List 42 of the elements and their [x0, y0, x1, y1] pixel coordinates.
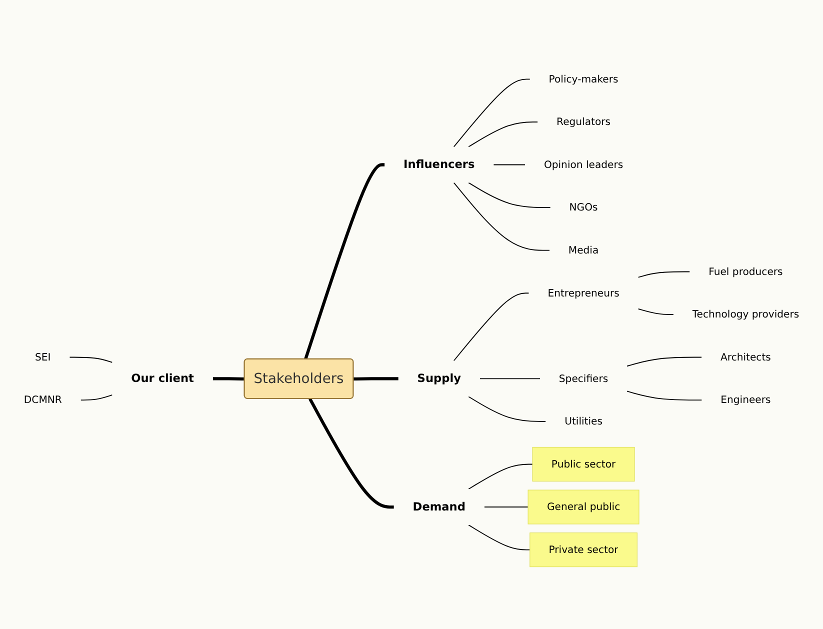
connector: [468, 122, 538, 148]
connector: [453, 292, 530, 362]
connector: [484, 506, 529, 508]
connector: [468, 396, 546, 422]
connector: [638, 271, 690, 278]
connector: [453, 182, 550, 251]
node-text: Utilities: [564, 415, 602, 428]
connector: [493, 164, 526, 166]
connector: [308, 398, 394, 509]
node-text: Demand: [412, 500, 466, 514]
node-text: Policy-makers: [548, 72, 618, 85]
node-text: Engineers: [720, 394, 771, 406]
connector: [638, 308, 674, 315]
node-text: Architects: [720, 350, 771, 363]
node-text: NGOs: [569, 201, 598, 214]
connector: [626, 356, 702, 367]
node-text: Specifiers: [558, 372, 608, 384]
node-text: Supply: [417, 372, 461, 386]
node-text: SEI: [35, 350, 51, 363]
connector: [626, 390, 702, 401]
connector: [453, 78, 530, 148]
node-text: DCMNR: [24, 394, 62, 406]
connector: [80, 394, 113, 401]
node-box: Private sector: [530, 532, 638, 568]
node-text: Opinion leaders: [544, 158, 624, 170]
connector: [479, 378, 541, 380]
node-box: General public: [528, 490, 640, 524]
node-text: Regulators: [556, 116, 611, 128]
connector: [468, 182, 551, 208]
connector: [304, 163, 385, 360]
node-text: Media: [568, 244, 599, 256]
connector: [468, 524, 530, 550]
node-text: Fuel producers: [708, 265, 783, 278]
connector: [468, 464, 534, 490]
node-text: Entrepreneurs: [548, 286, 620, 299]
node-box: Public sector: [532, 446, 635, 482]
node-text: Influencers: [404, 158, 475, 172]
connector: [212, 377, 245, 381]
node-text: Our client: [131, 372, 194, 386]
node-text: Technology providers: [692, 308, 800, 320]
connector: [69, 356, 113, 363]
connector: [353, 377, 398, 381]
